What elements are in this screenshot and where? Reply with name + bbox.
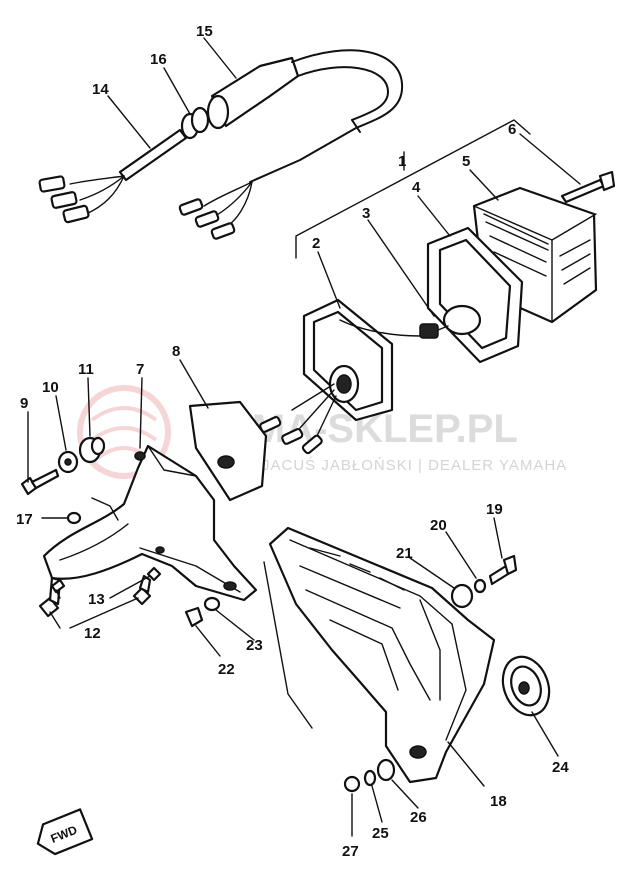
nut-27 xyxy=(343,775,361,793)
callout-14: 14 xyxy=(92,81,109,98)
screw-6 xyxy=(560,170,616,204)
plate-hole xyxy=(217,455,235,469)
callout-labels: 1 2 3 4 5 6 7 8 9 10 11 12 13 14 15 16 1… xyxy=(16,23,569,860)
callout-21: 21 xyxy=(396,545,413,562)
callout-10: 10 xyxy=(42,379,59,396)
callout-27: 27 xyxy=(342,843,359,860)
nut-22 xyxy=(184,606,204,628)
callout-5: 5 xyxy=(462,153,470,170)
bolt-12b xyxy=(132,574,152,606)
callout-12: 12 xyxy=(84,625,101,642)
callout-9: 9 xyxy=(20,395,28,412)
reflector-24 xyxy=(501,655,551,717)
mount-bracket xyxy=(42,444,258,602)
callout-1: 1 xyxy=(398,153,406,170)
lamp-wires xyxy=(259,383,337,455)
assembly-bracket-18 xyxy=(263,561,313,729)
license-frame xyxy=(268,526,496,784)
callout-15: 15 xyxy=(196,23,213,40)
callout-17: 17 xyxy=(16,511,33,528)
callout-18: 18 xyxy=(490,793,507,810)
callout-6: 6 xyxy=(508,121,516,138)
callout-24: 24 xyxy=(552,759,569,776)
washer-25 xyxy=(363,769,377,787)
clip-13b xyxy=(146,566,162,582)
watermark-sub: JACUŚ JABŁOŃSKI | DEALER YAMAHA xyxy=(262,456,567,474)
leader-lines xyxy=(27,37,581,837)
washer-26 xyxy=(376,758,396,782)
callout-19: 19 xyxy=(486,501,503,518)
callout-2: 2 xyxy=(312,235,320,252)
callout-7: 7 xyxy=(136,361,144,378)
washer-21 xyxy=(450,583,474,609)
bulb xyxy=(419,304,482,339)
nut-17 xyxy=(66,511,82,525)
callout-11: 11 xyxy=(78,361,94,378)
callout-13: 13 xyxy=(88,591,105,608)
callout-20: 20 xyxy=(430,517,447,534)
collar-11 xyxy=(78,436,106,464)
washer-20 xyxy=(473,578,487,594)
callout-22: 22 xyxy=(218,661,235,678)
callout-26: 26 xyxy=(410,809,427,826)
assembly-bracket-1 xyxy=(295,119,531,259)
callout-8: 8 xyxy=(172,343,180,360)
gasket-plate xyxy=(188,400,268,502)
forward-direction-arrow: FWD xyxy=(36,808,94,856)
callout-3: 3 xyxy=(362,205,370,222)
lamp-base xyxy=(302,298,421,422)
callout-4: 4 xyxy=(412,179,421,196)
callout-16: 16 xyxy=(150,51,167,68)
nut-23 xyxy=(203,596,221,612)
wiring-harness xyxy=(38,49,404,240)
clip-13a xyxy=(50,578,66,594)
callout-23: 23 xyxy=(246,637,263,654)
callout-25: 25 xyxy=(372,825,389,842)
bolt-19 xyxy=(488,554,518,586)
